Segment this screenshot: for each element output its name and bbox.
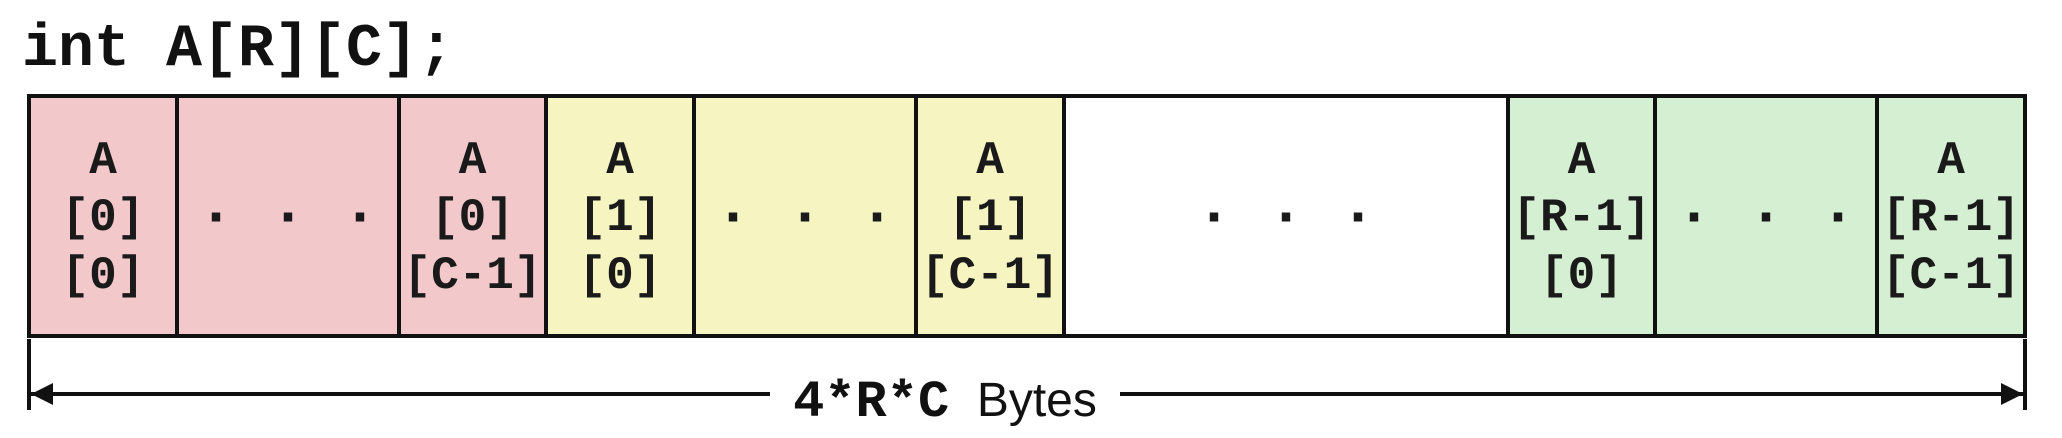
memory-cell-box bbox=[1506, 94, 1657, 338]
cell-col-index: [C-1] bbox=[921, 250, 1059, 302]
cell-array-name: A bbox=[459, 135, 487, 187]
memory-cell: A[1] [C-1] bbox=[914, 94, 1066, 338]
cell-col-index: [0] bbox=[579, 250, 662, 302]
memory-cell: A[0] [C-1] bbox=[397, 94, 548, 338]
memory-cell-box bbox=[27, 94, 179, 338]
cell-array-name: A bbox=[976, 135, 1004, 187]
cell-array-name: A bbox=[606, 135, 634, 187]
memory-cell: A[0][0] bbox=[27, 94, 179, 338]
cell-ellipsis: · · · bbox=[1676, 185, 1856, 253]
cell-row-index: [0] bbox=[431, 192, 514, 244]
memory-cell: A[1] [0] bbox=[544, 94, 696, 338]
size-unit: Bytes bbox=[977, 374, 1097, 427]
cell-row-index: [R-1] bbox=[1512, 192, 1650, 244]
dimension-arrowhead-left bbox=[31, 383, 53, 405]
memory-cell-box bbox=[914, 94, 1066, 338]
memory-cell-box bbox=[1653, 94, 1879, 338]
memory-cell-box bbox=[1062, 94, 1510, 338]
cell-ellipsis: · · · bbox=[1196, 185, 1376, 253]
size-expression: 4*R*C bbox=[793, 373, 949, 432]
cell-row-index: [0] bbox=[62, 192, 145, 244]
cell-array-name: A bbox=[89, 135, 117, 187]
cell-col-index: [C-1] bbox=[1882, 250, 2020, 302]
cell-array-name: A bbox=[1568, 135, 1596, 187]
memory-cell-box bbox=[1875, 94, 2027, 338]
cell-col-index: [0] bbox=[1540, 250, 1623, 302]
cell-ellipsis: · · · bbox=[198, 185, 378, 253]
array-declaration: int A[R][C]; bbox=[22, 16, 455, 84]
memory-cell: A[R-1] [0] bbox=[1506, 94, 1657, 338]
memory-cells: A[0][0]· · ·A[0][C-1]A[1][0]· · ·A[1][C-… bbox=[27, 94, 2027, 338]
cell-row-index: [R-1] bbox=[1882, 192, 2020, 244]
memory-cell-box bbox=[544, 94, 696, 338]
cell-row-index: [1] bbox=[579, 192, 662, 244]
total-size-dimension: 4*R*C Bytes bbox=[27, 339, 2027, 432]
cell-col-index: [C-1] bbox=[403, 250, 541, 302]
memory-cell: A[R-1] [C-1] bbox=[1875, 94, 2027, 338]
memory-cell-ellipsis: · · · bbox=[1653, 94, 1879, 338]
total-size-label: 4*R*C Bytes bbox=[793, 373, 1097, 432]
cell-col-index: [0] bbox=[62, 250, 145, 302]
cell-array-name: A bbox=[1937, 135, 1965, 187]
memory-cell-ellipsis: · · · bbox=[692, 94, 918, 338]
cell-row-index: [1] bbox=[949, 192, 1032, 244]
cell-ellipsis: · · · bbox=[715, 185, 895, 253]
memory-cell-box bbox=[692, 94, 918, 338]
memory-cell-ellipsis: · · · bbox=[175, 94, 401, 338]
dimension-arrowhead-right bbox=[2001, 383, 2023, 405]
memory-cell-ellipsis: · · · bbox=[1062, 94, 1510, 338]
